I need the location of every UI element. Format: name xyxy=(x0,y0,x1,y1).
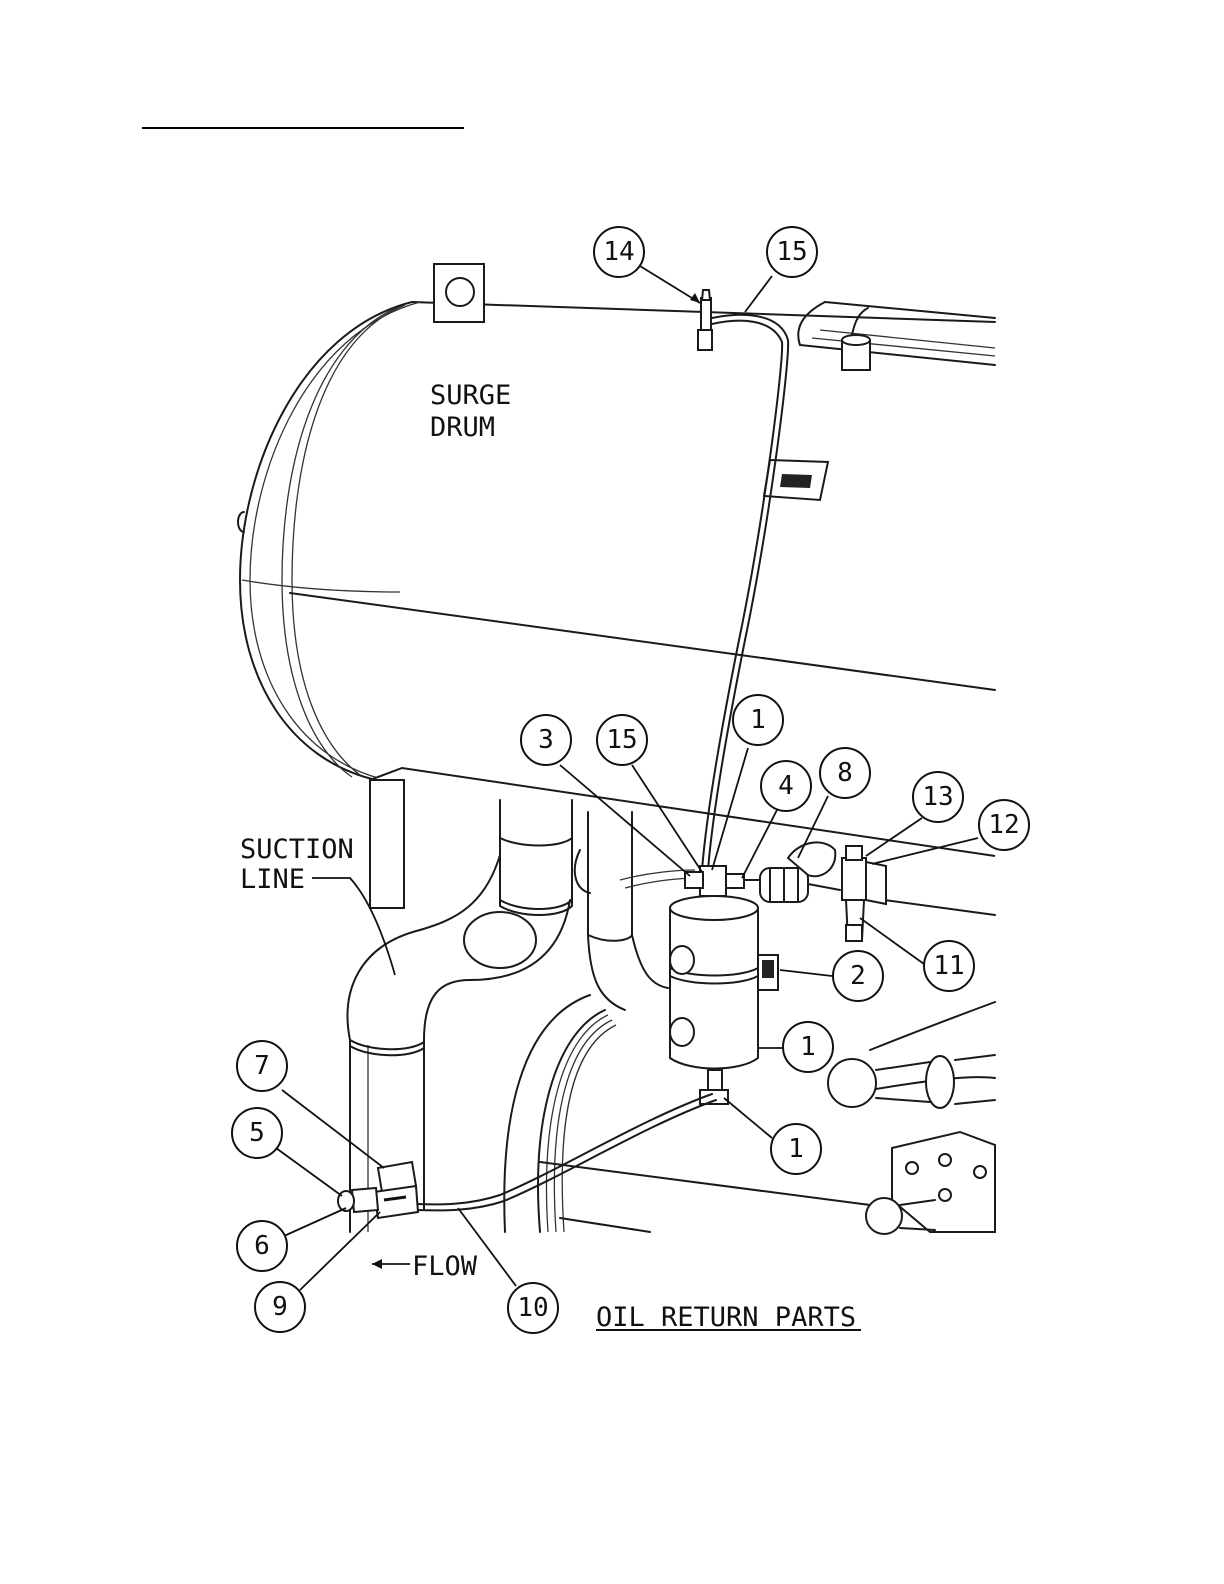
strainer-and-valves xyxy=(744,842,886,941)
callout-7: 7 xyxy=(237,1041,287,1091)
svg-text:14: 14 xyxy=(603,237,634,267)
svg-text:2: 2 xyxy=(850,961,866,991)
callout-15-mid: 15 xyxy=(597,715,647,765)
surge-drum-label-2: DRUM xyxy=(430,412,495,443)
callout-15-top: 15 xyxy=(767,227,817,277)
svg-text:12: 12 xyxy=(988,810,1019,840)
callout-1-low: 1 xyxy=(771,1124,821,1174)
svg-text:1: 1 xyxy=(800,1032,816,1062)
caption: OIL RETURN PARTS xyxy=(596,1302,861,1333)
callout-10: 10 xyxy=(508,1283,558,1333)
svg-text:9: 9 xyxy=(272,1292,288,1322)
svg-text:11: 11 xyxy=(933,951,964,981)
svg-text:7: 7 xyxy=(254,1051,270,1081)
svg-text:10: 10 xyxy=(517,1293,548,1323)
lower-valve-assembly xyxy=(338,1094,716,1218)
surge-drum xyxy=(238,264,995,915)
compressor-area xyxy=(828,1002,995,1234)
svg-text:1: 1 xyxy=(788,1134,804,1164)
svg-text:6: 6 xyxy=(254,1231,270,1261)
caption-text: OIL RETURN PARTS xyxy=(596,1302,856,1333)
callout-9: 9 xyxy=(255,1282,305,1332)
callout-4: 4 xyxy=(761,761,811,811)
svg-text:1: 1 xyxy=(750,705,766,735)
svg-text:8: 8 xyxy=(837,758,853,788)
callout-13: 13 xyxy=(913,772,963,822)
svg-text:15: 15 xyxy=(776,237,807,267)
callout-8: 8 xyxy=(820,748,870,798)
callout-2: 2 xyxy=(833,951,883,1001)
callout-12: 12 xyxy=(979,800,1029,850)
flow-arrow: FLOW xyxy=(372,1251,478,1282)
suction-line-label-1: SUCTION xyxy=(240,834,354,865)
callout-3: 3 xyxy=(521,715,571,765)
saddle-support xyxy=(370,780,404,908)
callout-6: 6 xyxy=(237,1221,287,1271)
svg-text:5: 5 xyxy=(249,1118,265,1148)
callout-1-top: 1 xyxy=(733,695,783,745)
callout-11: 11 xyxy=(924,941,974,991)
callout-5: 5 xyxy=(232,1108,282,1158)
callout-1-mid: 1 xyxy=(783,1022,833,1072)
suction-line-label-2: LINE xyxy=(240,864,305,895)
svg-text:13: 13 xyxy=(922,782,953,812)
svg-text:15: 15 xyxy=(606,725,637,755)
svg-text:4: 4 xyxy=(778,771,794,801)
oil-pot xyxy=(670,866,778,1104)
callout-14-top: 14 xyxy=(594,227,644,277)
surge-drum-label-1: SURGE xyxy=(430,380,511,411)
svg-text:3: 3 xyxy=(538,725,554,755)
top-nozzle-pad xyxy=(434,264,484,322)
flow-label: FLOW xyxy=(412,1251,478,1282)
